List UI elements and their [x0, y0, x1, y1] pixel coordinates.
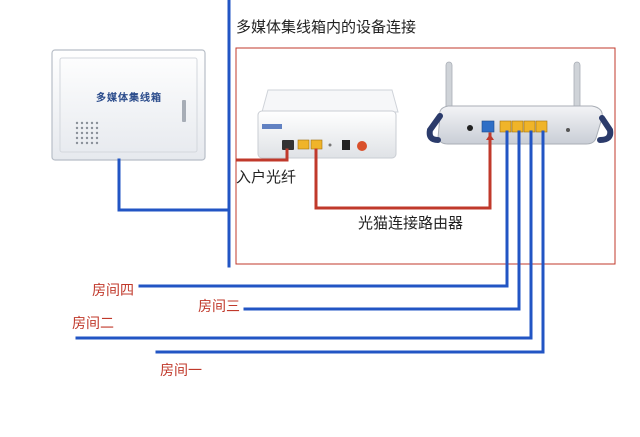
modem-router-cable [314, 132, 492, 210]
fiber-in-label: 入户光纤 [236, 168, 297, 186]
media-box-label: 多媒体集线箱 [96, 93, 162, 104]
cable-room-3 [243, 130, 521, 311]
vent-holes [75, 121, 99, 145]
router-lan-port [535, 120, 548, 133]
room-label-1: 房间一 [160, 363, 202, 379]
router-lan-port [523, 120, 536, 133]
blue-cables [75, 0, 545, 354]
cable-room-4 [138, 130, 509, 288]
fiber-in-cable [235, 148, 289, 162]
cable-room-1 [155, 130, 545, 354]
arrow-to-router [486, 134, 494, 140]
red-cables [235, 132, 492, 210]
room-label-2: 房间二 [72, 316, 114, 332]
enclosure-outline [235, 47, 616, 265]
room-label-4: 房间四 [92, 283, 134, 299]
router-lan-port [511, 120, 524, 133]
optical-modem [257, 89, 399, 159]
router-lan-port [499, 120, 512, 133]
fiber-port [282, 140, 294, 150]
modem-router-label: 光猫连接路由器 [358, 214, 464, 232]
media-box-cable [117, 158, 231, 212]
box-handle [182, 100, 186, 122]
media-box [51, 49, 206, 161]
cable-room-2 [75, 130, 533, 340]
router-wan-port [481, 120, 495, 133]
room-label-3: 房间三 [198, 299, 240, 315]
router [426, 61, 614, 145]
diagram-title: 多媒体集线箱内的设备连接 [236, 18, 417, 36]
